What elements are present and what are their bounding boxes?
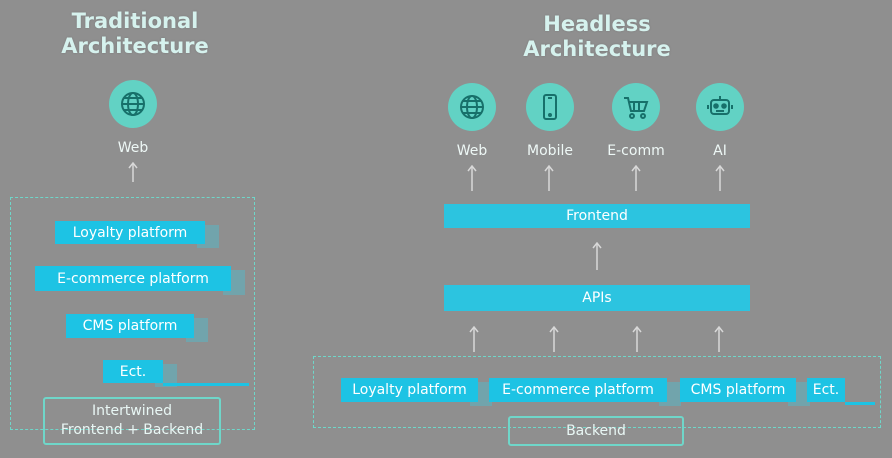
headless-platform-container [313,356,881,428]
headless-ecomm-label: E-comm [607,143,665,159]
traditional-accent-line [163,383,249,386]
up-arrow-icon [714,326,724,352]
traditional-title: Traditional Architecture [40,9,230,59]
headless-title-line1: Headless [543,12,651,36]
headless-loyalty-platform: Loyalty platform [341,378,492,406]
traditional-title-line1: Traditional [71,9,199,33]
globe-icon [109,80,157,128]
up-arrow-icon [631,165,641,191]
headless-web-label: Web [456,143,488,159]
headless-title-line2: Architecture [523,37,671,61]
headless-etc-platform: Ect. [807,378,845,402]
traditional-web-label: Web [117,140,149,156]
intertwined-box: Intertwined Frontend + Backend [43,397,221,445]
traditional-loyalty-platform: Loyalty platform [55,221,219,248]
apis-bar: APIs [444,285,750,311]
intertwined-line2: Frontend + Backend [60,422,204,438]
traditional-title-line2: Architecture [61,34,209,58]
intertwined-line1: Intertwined [91,403,173,419]
traditional-ecommerce-platform: E-commerce platform [35,266,245,295]
up-arrow-icon [715,165,725,191]
up-arrow-icon [592,242,602,270]
up-arrow-icon [549,326,559,352]
headless-accent-line [845,402,875,405]
frontend-bar: Frontend [444,204,750,228]
up-arrow-icon [632,326,642,352]
up-arrow-icon [467,165,477,191]
headless-title: Headless Architecture [497,12,697,62]
up-arrow-icon [469,326,479,352]
backend-label: Backend [566,422,626,439]
headless-cms-platform: CMS platform [680,378,810,406]
headless-ai-label: AI [713,143,727,159]
robot-icon [696,83,744,131]
headless-mobile-label: Mobile [527,143,573,159]
traditional-platform-container [10,197,255,430]
up-arrow-icon [544,165,554,191]
traditional-cms-platform: CMS platform [66,314,208,342]
globe-icon [448,83,496,131]
headless-ecommerce-platform: E-commerce platform [489,378,681,406]
cart-icon [612,83,660,131]
up-arrow-icon [128,162,138,182]
traditional-etc-platform: Ect. [103,360,177,387]
backend-box: Backend [508,416,684,446]
mobile-icon [526,83,574,131]
